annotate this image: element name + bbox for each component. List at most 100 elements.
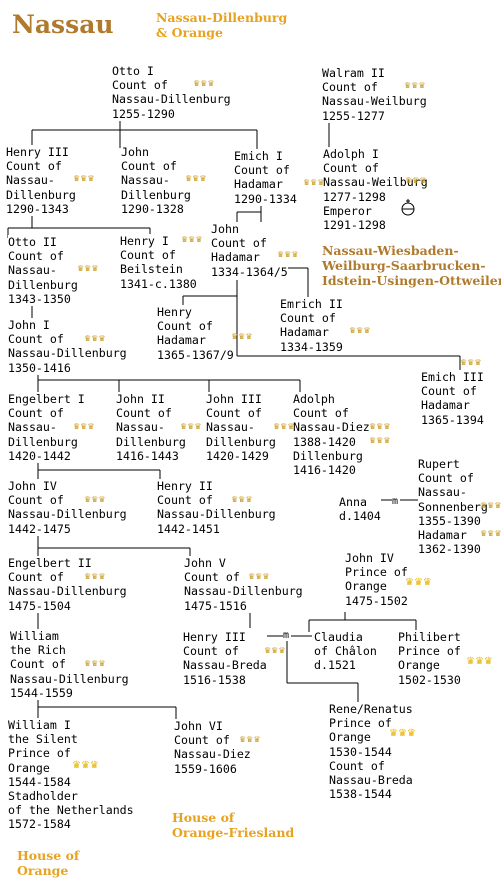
person-line: 1255-1277: [322, 108, 385, 123]
person-line: Philibert: [398, 630, 461, 644]
person-line: Nassau-: [206, 420, 255, 435]
person-line: Dillenburg: [293, 448, 363, 463]
princely-crown-icon: ♛♛♛: [405, 577, 432, 588]
person-line: Prince of: [8, 746, 71, 761]
person-line: Anna: [339, 495, 367, 509]
person-line: 1388-1420: [293, 434, 356, 449]
person-line: Nassau-: [6, 173, 55, 188]
person-line: Dillenburg: [206, 434, 276, 449]
person-line: Count of: [418, 471, 474, 486]
crown-icon: ♛♛♛: [181, 235, 203, 244]
person-line: Otto II: [8, 235, 57, 249]
crown-icon: ♛♛♛: [480, 501, 501, 510]
princely-crown-icon: ♛♛♛: [72, 760, 99, 771]
person-line: Engelbert II: [8, 556, 92, 570]
person-line: 1334-1364/5: [211, 264, 288, 279]
person-line: Orange: [345, 579, 387, 594]
person-line: Rupert: [418, 457, 460, 471]
person-line: Count of: [293, 406, 349, 421]
person-line: John IV: [8, 479, 57, 493]
person-line: Count of: [157, 319, 213, 334]
person-line: Nassau-Weilburg: [322, 94, 427, 109]
person-line: 1291-1298: [323, 218, 386, 233]
person-line: the Rich: [10, 643, 66, 658]
person-line: Emrich II: [280, 297, 343, 311]
person-line: Engelbert I: [8, 392, 85, 406]
person-line: Henry III: [183, 630, 246, 644]
person-line: Count of: [120, 248, 176, 263]
person-line: Stadholder: [8, 789, 78, 804]
crown-icon: ♛♛♛: [277, 250, 299, 259]
person-line: Prince of: [329, 716, 392, 731]
person-line: Count of: [10, 657, 66, 672]
person-line: Count of: [206, 406, 262, 421]
person-line: 1355-1390: [418, 513, 481, 528]
person-line: William: [10, 629, 59, 643]
page-title: Nassau: [12, 10, 114, 39]
person-line: Henry II: [157, 479, 213, 493]
person-line: Count of: [8, 570, 64, 585]
person-line: John: [211, 222, 239, 236]
person-line: Prince of: [398, 644, 461, 659]
crown-icon: ♛♛♛: [180, 422, 202, 431]
person-line: Nassau-Dillenburg: [10, 671, 129, 686]
person-line: Nassau-Dillenburg: [8, 507, 127, 522]
person-line: 1416-1443: [116, 448, 179, 463]
person-line: Nassau-Diez: [293, 420, 370, 435]
crown-icon: ♛♛♛: [73, 422, 95, 431]
person-line: d.1521: [314, 658, 356, 673]
crown-icon: ♛♛♛: [248, 572, 270, 581]
crown-icon: ♛♛♛: [73, 174, 95, 183]
person-line: Nassau-Diez: [174, 747, 251, 762]
crown-icon: ♛♛♛: [231, 495, 253, 504]
person-line: Hadamar: [234, 177, 283, 192]
person-line: 1362-1390: [418, 542, 481, 557]
person-line: Henry I: [120, 234, 169, 248]
person-line: 1343-1350: [8, 291, 71, 306]
person-line: Emich III: [421, 370, 484, 384]
person-line: 1341-c.1380: [120, 276, 197, 291]
crown-icon: ♛♛♛: [84, 495, 106, 504]
person-line: Count of: [8, 249, 64, 264]
person-line: 1277-1298: [323, 189, 386, 204]
person-line: 1365-1394: [421, 412, 484, 427]
person-line: Nassau-: [418, 485, 467, 500]
marriage-symbol: m: [283, 630, 290, 641]
crown-icon: ♛♛♛: [460, 358, 482, 367]
person-line: Hadamar: [157, 333, 206, 348]
person-line: 1290-1334: [234, 191, 297, 206]
crown-icon: ♛♛♛: [405, 176, 427, 185]
person-line: Nassau-: [8, 263, 57, 278]
person-line: Sonnenberg: [418, 499, 488, 514]
person-line: 1365-1367/9: [157, 347, 234, 362]
person-line: Nassau-Weilburg: [323, 175, 428, 190]
crown-icon: ♛♛♛: [231, 332, 253, 341]
person-line: Count of: [329, 758, 385, 773]
person-line: Hadamar: [418, 528, 467, 543]
crown-icon: ♛♛♛: [239, 735, 261, 744]
person-line: Nassau-Breda: [183, 658, 267, 673]
person-line: Nassau-: [8, 420, 57, 435]
heading-house-orange-friesland: House of Orange-Friesland: [172, 810, 295, 840]
person-line: Orange: [398, 658, 440, 673]
person-line: Prince of: [345, 565, 408, 580]
person-line: 1420-1429: [206, 448, 269, 463]
person-line: Count of: [157, 493, 213, 508]
person-line: Otto I: [112, 64, 154, 78]
person-line: Henry III: [6, 145, 69, 159]
person-line: Count of: [211, 236, 267, 251]
